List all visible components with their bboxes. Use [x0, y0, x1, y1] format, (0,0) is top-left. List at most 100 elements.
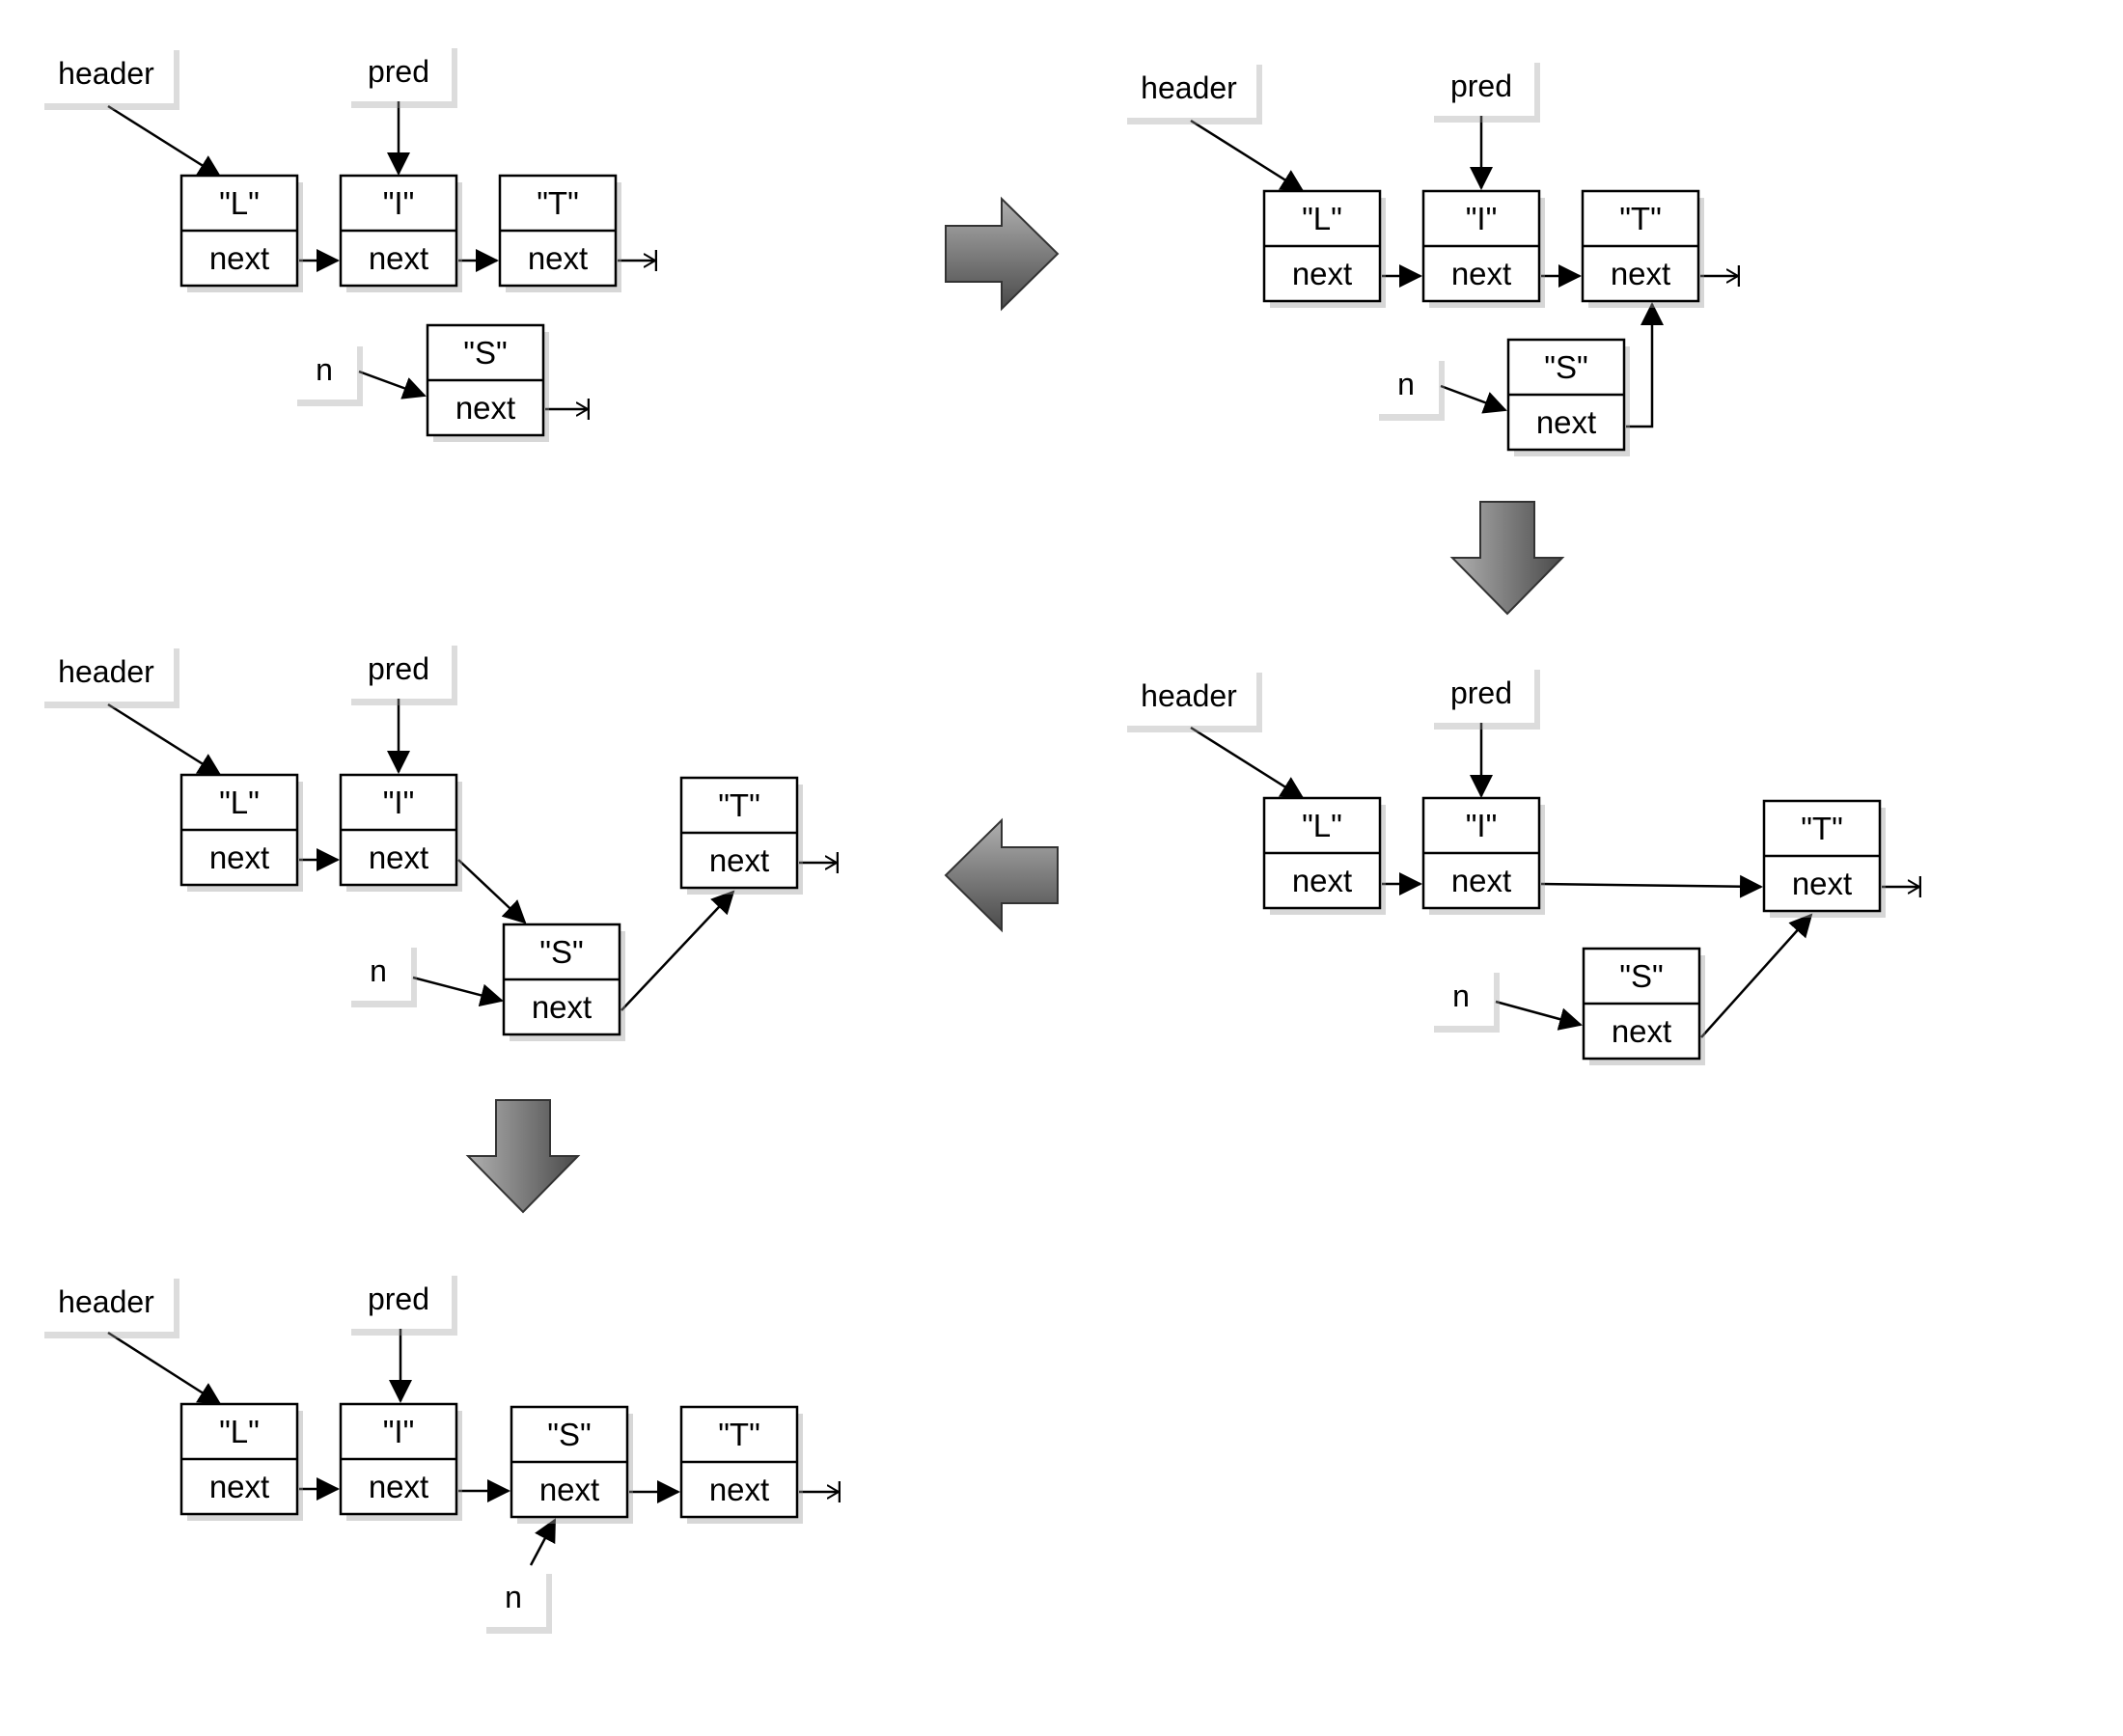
pred-label-text: pred — [1450, 675, 1512, 710]
node-value: "T" — [718, 1417, 760, 1452]
pred-label-text: pred — [368, 54, 429, 89]
n-label-box — [1428, 966, 1494, 1026]
node-L: "L" next — [179, 773, 303, 892]
n-label-text: n — [1397, 367, 1415, 401]
pointer-arrow — [412, 976, 504, 1007]
n-label-box — [291, 340, 357, 400]
node-next-field: next — [369, 840, 428, 875]
header-label-box — [39, 1272, 174, 1332]
header-label-text: header — [58, 56, 154, 91]
node-value: "L" — [1302, 808, 1342, 843]
node-S: "S" next — [1506, 338, 1630, 456]
header-label-text: header — [58, 654, 154, 689]
node-I: "I" next — [339, 773, 462, 892]
n-label-text: n — [505, 1580, 522, 1614]
n-label-text: n — [1452, 978, 1470, 1013]
node-value: "L" — [219, 1414, 260, 1449]
node-next-field: next — [1536, 404, 1596, 440]
header-label-box — [39, 43, 174, 103]
pointer-arrow — [620, 890, 735, 1011]
node-next-field: next — [369, 240, 428, 276]
node-value: "I" — [1466, 808, 1498, 843]
pointer-arrow — [1540, 874, 1763, 898]
node-next-field: next — [209, 1469, 269, 1504]
pointer-arrow — [457, 859, 527, 924]
pred-label: pred — [345, 41, 457, 108]
node-T: "T" next — [679, 776, 803, 895]
pointer-arrow — [1700, 913, 1813, 1038]
header-label-text: header — [1141, 678, 1237, 713]
pred-label-text: pred — [368, 651, 429, 686]
node-next-field: next — [532, 989, 592, 1025]
pred-label-box — [345, 41, 452, 101]
node-next-field: next — [1451, 863, 1511, 898]
node-value: "S" — [1619, 958, 1663, 994]
n-label-box — [345, 941, 411, 1001]
node-I: "I" next — [1421, 796, 1545, 915]
node-I: "I"next — [1421, 189, 1545, 308]
node-value: "I" — [383, 1414, 415, 1449]
header-label-text: header — [58, 1284, 154, 1319]
header-label: header — [39, 642, 179, 708]
n-label: n — [345, 941, 417, 1007]
node-S: "S" next — [510, 1405, 633, 1524]
node-value: "T" — [537, 185, 579, 221]
step-5-pointers — [107, 1328, 840, 1566]
node-next-field: next — [209, 240, 269, 276]
pointer-arrow — [107, 104, 222, 179]
node-T: "T"next — [498, 174, 621, 292]
pointer-arrow — [1190, 119, 1305, 193]
node-value: "S" — [1544, 349, 1587, 385]
node-next-field: next — [209, 840, 269, 875]
pointer-arrow — [1626, 302, 1664, 428]
pointer-arrows — [107, 100, 1920, 1566]
pred-label-box — [345, 1269, 452, 1329]
n-label-text: n — [316, 352, 333, 387]
step-4-pointers — [107, 699, 838, 1011]
pointer-arrow — [1495, 1000, 1583, 1031]
node-value: "T" — [1801, 811, 1843, 846]
header-label: header — [39, 43, 179, 110]
node-value: "I" — [383, 785, 415, 820]
transition-arrows — [465, 196, 1565, 1214]
n-label-box — [1373, 354, 1439, 414]
pred-label: pred — [1428, 56, 1540, 123]
node-next-field: next — [1611, 256, 1670, 291]
transition-arrow-left-3 — [944, 817, 1059, 933]
transition-arrow-down-4 — [465, 1099, 581, 1214]
node-value: "T" — [1619, 201, 1662, 236]
node-next-field: next — [1292, 256, 1352, 291]
pred-label: pred — [345, 639, 457, 705]
node-I: "I"next — [339, 174, 462, 292]
node-value: "S" — [547, 1417, 591, 1452]
pred-label-box — [1428, 663, 1534, 723]
pred-label-box — [1428, 56, 1534, 116]
node-T: "T" next — [1581, 189, 1704, 308]
node-L: "L" next — [1262, 796, 1386, 915]
step-2-pointers — [1190, 116, 1739, 428]
node-next-field: next — [1292, 863, 1352, 898]
node-value: "L" — [219, 785, 260, 820]
n-label: n — [1428, 966, 1500, 1033]
node-value: "I" — [1466, 201, 1498, 236]
n-label: n — [291, 340, 363, 406]
pred-label: pred — [1428, 663, 1540, 730]
n-label-text: n — [370, 953, 387, 988]
node-next-field: next — [369, 1469, 428, 1504]
pointer-arrow — [1190, 726, 1305, 800]
n-label-box — [481, 1567, 546, 1627]
node-value: "T" — [718, 787, 760, 823]
node-next-field: next — [539, 1472, 599, 1507]
node-next-field: next — [455, 390, 515, 426]
node-next-field: next — [1612, 1013, 1671, 1049]
node-value: "S" — [463, 335, 507, 371]
pointer-arrow — [107, 1331, 222, 1406]
node-next-field: next — [709, 842, 769, 878]
header-label-text: header — [1141, 70, 1237, 105]
node-I: "I" next — [339, 1402, 462, 1521]
